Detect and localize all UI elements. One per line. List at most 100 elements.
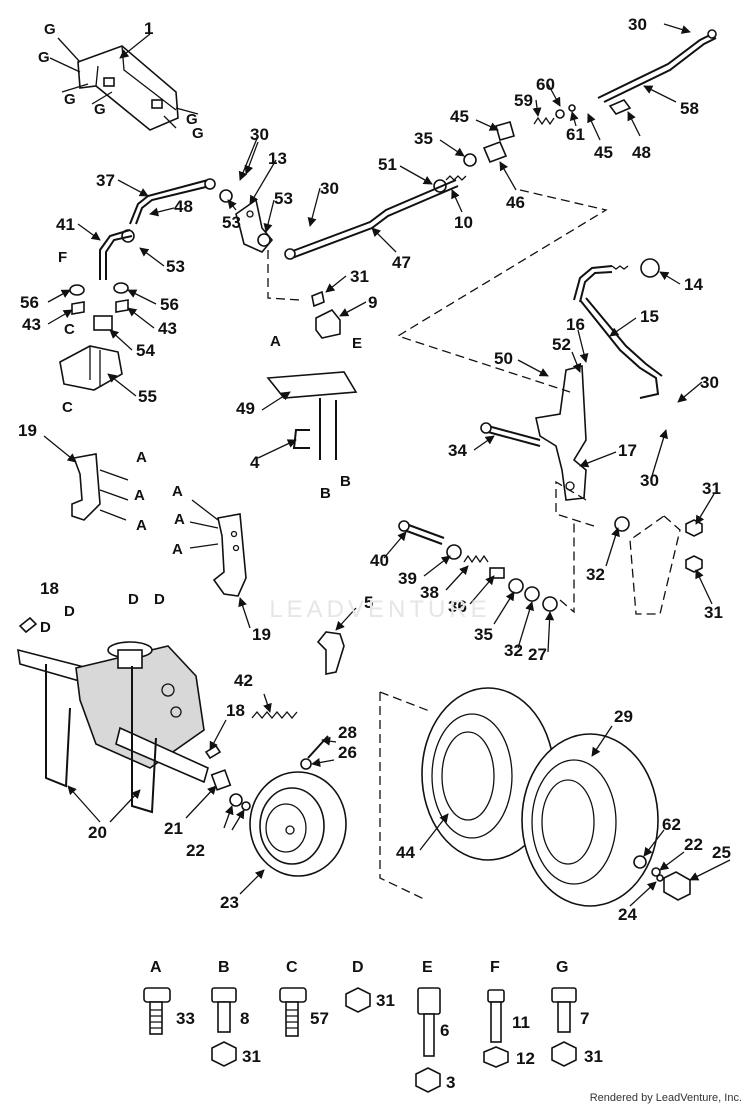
knob-part-14[interactable] xyxy=(640,258,660,278)
u-bolt-part-4[interactable] xyxy=(292,429,310,449)
callout: 52 xyxy=(552,335,571,354)
ref-letter: C xyxy=(64,321,75,338)
washer-part-22-a[interactable] xyxy=(229,793,243,807)
threaded-end-part-10[interactable] xyxy=(445,175,467,181)
key-part-18[interactable] xyxy=(18,616,38,634)
leader-arrows xyxy=(43,23,731,907)
legend-bolt-G xyxy=(551,987,577,1067)
washer-part-22-c[interactable] xyxy=(651,867,661,877)
washer-part-53-a[interactable] xyxy=(219,189,233,203)
ref-letter: A xyxy=(270,333,281,350)
spacer-part-36[interactable] xyxy=(489,567,505,579)
spacer-part-21[interactable] xyxy=(210,769,232,791)
washer-part-62[interactable] xyxy=(633,855,647,869)
rim-part-23[interactable] xyxy=(249,771,347,877)
callout: 47 xyxy=(392,253,411,272)
callout: 31 xyxy=(350,267,369,286)
nut-part-31-a[interactable] xyxy=(311,290,325,308)
bolt-part-56-b[interactable] xyxy=(113,282,129,294)
bracket-part-17[interactable] xyxy=(535,364,587,501)
callout: 15 xyxy=(640,307,659,326)
nut-part-31-c[interactable] xyxy=(685,555,703,573)
legend-letter: D xyxy=(352,959,364,976)
bracket-part-55[interactable] xyxy=(59,345,123,391)
pin-part-28[interactable] xyxy=(307,735,329,759)
transaxle-assembly[interactable] xyxy=(17,641,209,784)
callout: 61 xyxy=(566,125,585,144)
nut-part-43-b[interactable] xyxy=(115,299,129,313)
plate-part-49[interactable] xyxy=(266,371,358,460)
callout: 32 xyxy=(504,641,523,660)
callout: 48 xyxy=(632,143,651,162)
bracket-part-9[interactable] xyxy=(315,308,341,339)
bracket-part-19-a[interactable] xyxy=(71,453,129,521)
washer-part-35[interactable] xyxy=(463,153,477,167)
washer-part-53-b[interactable] xyxy=(257,233,271,247)
ref-letter: G xyxy=(64,91,76,108)
nut-part-31-b[interactable] xyxy=(685,519,703,537)
clip-part-48[interactable] xyxy=(608,99,632,115)
bracket-part-1[interactable] xyxy=(49,37,199,131)
clip-part-26[interactable] xyxy=(300,758,312,770)
link-dash-5 xyxy=(379,691,433,901)
callout: 18 xyxy=(226,701,245,720)
callout: 19 xyxy=(252,625,271,644)
callout: 48 xyxy=(174,197,193,216)
rod-part-47[interactable] xyxy=(284,179,459,260)
callout: 9 xyxy=(368,293,377,312)
callout: 19 xyxy=(18,421,37,440)
rod-part-40[interactable] xyxy=(398,520,445,545)
legend-letter: G xyxy=(556,959,568,976)
ref-letter: D xyxy=(128,591,139,608)
ref-letter: B xyxy=(340,473,351,490)
bracket-part-19-b[interactable] xyxy=(189,499,247,597)
callout: 30 xyxy=(250,125,269,144)
nut-part-43-a[interactable] xyxy=(71,301,85,315)
callout: 44 xyxy=(396,843,415,862)
pin-part-61[interactable] xyxy=(568,104,576,112)
washer-part-35-b[interactable] xyxy=(508,578,524,594)
bolt-part-34[interactable] xyxy=(480,422,541,447)
rod-part-37[interactable] xyxy=(129,178,216,225)
link-dash-3 xyxy=(555,480,595,527)
callout: 40 xyxy=(370,551,389,570)
washer-part-27[interactable] xyxy=(542,596,558,612)
lever-handle-part-15[interactable] xyxy=(573,265,663,399)
spring-part-42[interactable] xyxy=(251,710,298,720)
legend-part: 11 xyxy=(512,1013,530,1032)
bushing-part-54[interactable] xyxy=(93,315,113,331)
cap-part-25[interactable] xyxy=(663,871,691,901)
ref-letter: G xyxy=(44,21,56,38)
callout: 13 xyxy=(268,149,287,168)
ref-letter: D xyxy=(64,603,75,620)
legend-letter: B xyxy=(218,959,230,976)
ref-letter: G xyxy=(94,101,106,118)
ref-letter: C xyxy=(62,399,73,416)
rod-part-58[interactable] xyxy=(597,29,717,103)
legend-letter: E xyxy=(422,959,433,976)
u-bolt-part-20-a[interactable] xyxy=(45,664,71,788)
ref-letter: A xyxy=(172,541,183,558)
u-bolt-part-20-b[interactable] xyxy=(131,666,157,814)
clip-part-5[interactable] xyxy=(316,631,345,675)
callout: 27 xyxy=(528,645,547,664)
spring-part-59[interactable] xyxy=(533,116,555,126)
rod-part-41[interactable] xyxy=(99,229,133,280)
bolt-part-56-a[interactable] xyxy=(69,284,85,296)
spring-part-38[interactable] xyxy=(463,554,489,564)
ferrule-part-46[interactable] xyxy=(482,121,515,164)
clip-part-22-b[interactable] xyxy=(241,801,251,811)
callout: 53 xyxy=(166,257,185,276)
clip-part-24[interactable] xyxy=(656,874,664,882)
legend-letter: C xyxy=(286,959,298,976)
tire-part-29[interactable] xyxy=(521,733,659,907)
legend-letter: A xyxy=(150,959,162,976)
legend-bolt-F xyxy=(483,989,509,1068)
legend-nut: 12 xyxy=(516,1049,535,1068)
washer-part-60[interactable] xyxy=(555,109,565,119)
washer-part-32-a[interactable] xyxy=(524,586,540,602)
callout: 54 xyxy=(136,341,155,360)
key-part-18-b[interactable] xyxy=(204,744,222,760)
callout: 36 xyxy=(448,597,467,616)
callout: 23 xyxy=(220,893,239,912)
